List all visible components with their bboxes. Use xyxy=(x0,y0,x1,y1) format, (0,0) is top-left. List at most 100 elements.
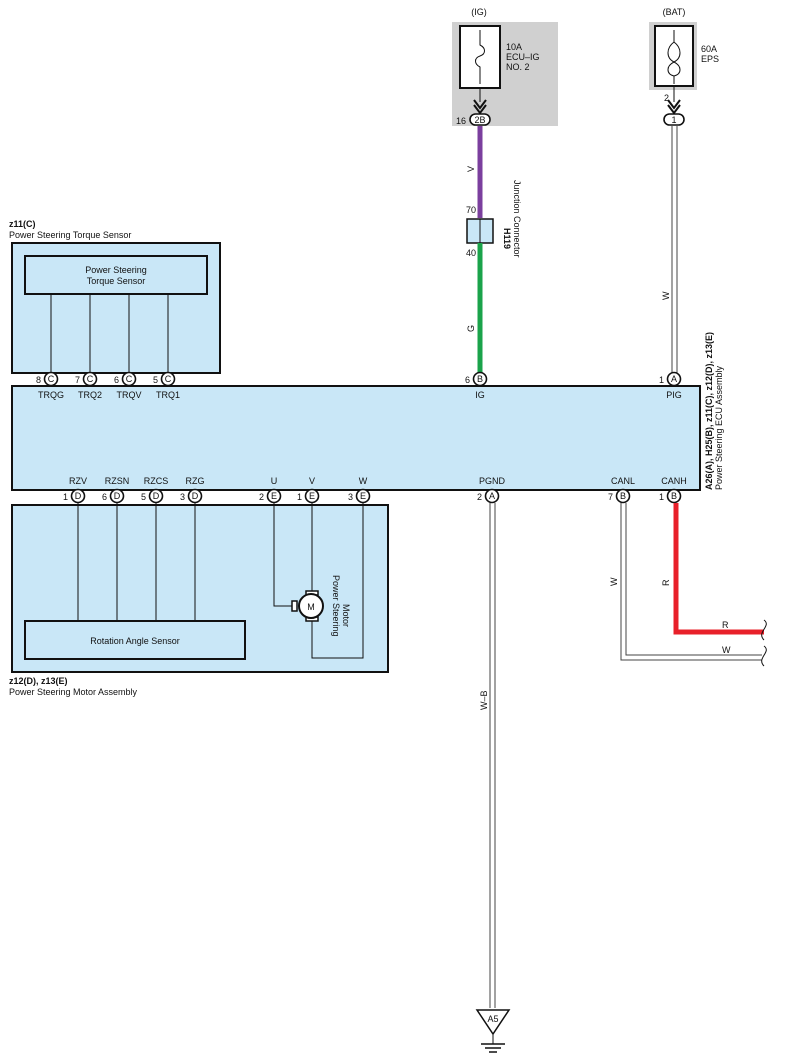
torque-sensor-name: Power Steering Torque Sensor xyxy=(9,230,131,240)
bat-fuse-pin-number: 2 xyxy=(664,93,669,103)
can-circuit: W W R R xyxy=(609,503,767,667)
ecu-assembly: A26(A), H25(B), z11(C), z12(D), z13(E) P… xyxy=(11,332,724,504)
svg-text:TRQ2: TRQ2 xyxy=(78,390,102,400)
svg-text:C: C xyxy=(87,374,94,384)
svg-text:CANL: CANL xyxy=(611,476,635,486)
svg-text:E: E xyxy=(360,491,366,501)
ground-point-triangle xyxy=(475,1009,511,1036)
bat-supply-label: (BAT) xyxy=(663,7,686,17)
wire-red-canh xyxy=(673,503,764,635)
svg-text:IG: IG xyxy=(475,390,485,400)
svg-text:3: 3 xyxy=(180,492,185,502)
svg-text:U: U xyxy=(271,476,278,486)
wire-label-g: G xyxy=(466,325,476,332)
bat-fuse-arrow-icon xyxy=(667,99,681,115)
svg-text:6: 6 xyxy=(102,492,107,502)
svg-text:D: D xyxy=(192,491,199,501)
ecu-codes: A26(A), H25(B), z11(C), z12(D), z13(E) xyxy=(704,332,714,490)
svg-text:B: B xyxy=(671,491,677,501)
svg-text:D: D xyxy=(75,491,82,501)
svg-text:E: E xyxy=(271,491,277,501)
svg-text:PGND: PGND xyxy=(479,476,506,486)
ecu-top-pin-trqv: 6 C TRQV xyxy=(114,371,142,400)
svg-text:1: 1 xyxy=(297,492,302,502)
svg-text:W: W xyxy=(359,476,368,486)
svg-text:C: C xyxy=(165,374,172,384)
ecu-bottom-pin-canh: CANH 1 B xyxy=(659,476,687,504)
svg-text:5: 5 xyxy=(153,375,158,385)
ecu-bottom-pin-rzsn: RZSN 6 D xyxy=(102,476,130,504)
ig-fuse-name-line1: ECU–IG xyxy=(506,52,540,62)
motor-symbol: M xyxy=(307,602,315,612)
svg-text:6: 6 xyxy=(465,375,470,385)
wire-label-pig-w: W xyxy=(661,291,671,300)
svg-text:1: 1 xyxy=(659,492,664,502)
svg-text:A: A xyxy=(489,491,495,501)
svg-text:C: C xyxy=(126,374,133,384)
svg-text:RZSN: RZSN xyxy=(105,476,130,486)
wire-label-canl-vertical: W xyxy=(609,577,619,586)
motor-icon xyxy=(291,590,324,622)
ecu-bottom-pin-u: U 2 E xyxy=(259,476,282,504)
svg-text:6: 6 xyxy=(114,375,119,385)
torque-sensor-inner-line1: Power Steering xyxy=(85,265,147,275)
ground-circuit: W–B A5 xyxy=(475,503,511,1053)
svg-text:E: E xyxy=(309,491,315,501)
wire-label-canh-horizontal: R xyxy=(722,620,729,630)
svg-text:B: B xyxy=(477,374,483,384)
wire-label-v: V xyxy=(466,166,476,172)
junction-name: Junction Connector xyxy=(512,180,522,258)
svg-text:RZCS: RZCS xyxy=(144,476,169,486)
ig-supply-label: (IG) xyxy=(471,7,487,17)
svg-text:V: V xyxy=(309,476,315,486)
svg-text:1: 1 xyxy=(63,492,68,502)
wire-break-mark-icon xyxy=(761,619,767,667)
svg-text:TRQ1: TRQ1 xyxy=(156,390,180,400)
torque-sensor-code: z11(C) xyxy=(9,219,36,229)
svg-text:B: B xyxy=(620,491,626,501)
svg-text:C: C xyxy=(48,374,55,384)
ig-fuse-arrow-icon xyxy=(473,99,487,115)
ground-icon xyxy=(481,1034,505,1053)
fuse-ecu-ig-no2: (IG) 10A ECU–IG NO. 2 16 2B xyxy=(452,7,558,126)
svg-text:D: D xyxy=(153,491,160,501)
motor-label-line1: Power Steering xyxy=(331,575,341,637)
svg-text:7: 7 xyxy=(608,492,613,502)
ecu-top-pin-ig: 6 B IG xyxy=(465,371,488,400)
svg-text:7: 7 xyxy=(75,375,80,385)
svg-text:3: 3 xyxy=(348,492,353,502)
ig-fuse-connector xyxy=(469,113,491,126)
bat-fuse-connector xyxy=(663,113,685,126)
ecu-bottom-pin-rzv: RZV 1 D xyxy=(63,476,87,504)
ig-circuit: V 70 H119 Junction Connector 40 G xyxy=(466,126,522,373)
torque-sensor-assembly: z11(C) Power Steering Torque Sensor Powe… xyxy=(9,219,221,374)
svg-text:RZG: RZG xyxy=(186,476,205,486)
svg-text:A: A xyxy=(671,374,677,384)
svg-text:TRQV: TRQV xyxy=(116,390,141,400)
motor-assembly-code: z12(D), z13(E) xyxy=(9,676,68,686)
svg-text:2: 2 xyxy=(259,492,264,502)
fuse-eps: (BAT) 60A EPS 2 1 xyxy=(649,7,719,126)
svg-text:2: 2 xyxy=(477,492,482,502)
wire-label-canl-horizontal: W xyxy=(722,645,731,655)
rotation-angle-sensor-label: Rotation Angle Sensor xyxy=(90,636,180,646)
torque-sensor-inner xyxy=(24,255,208,295)
motor-label-line2: Motor xyxy=(341,604,351,627)
svg-text:TRQG: TRQG xyxy=(38,390,64,400)
junction-code: H119 xyxy=(502,228,512,249)
ig-fuse-connector-code: 2B xyxy=(474,115,485,125)
ecu-top-pin-pig: 1 A PIG xyxy=(659,371,682,400)
ecu-bottom-pin-rzcs: RZCS 5 D xyxy=(141,476,169,504)
ecu-bottom-pin-v: V 1 E xyxy=(297,476,320,504)
rotation-angle-sensor xyxy=(24,620,246,660)
torque-sensor-inner-line2: Torque Sensor xyxy=(87,276,146,286)
junction-pin-top: 70 xyxy=(466,205,476,215)
svg-text:PIG: PIG xyxy=(666,390,682,400)
wire-label-ground: W–B xyxy=(479,690,489,710)
bat-fuse-connector-code: 1 xyxy=(671,115,676,125)
svg-text:8: 8 xyxy=(36,375,41,385)
motor-assembly: Rotation Angle Sensor M Power Steering M… xyxy=(9,503,389,697)
ecu-top-pin-trq2: 7 C TRQ2 xyxy=(75,371,102,400)
svg-text:1: 1 xyxy=(659,375,664,385)
